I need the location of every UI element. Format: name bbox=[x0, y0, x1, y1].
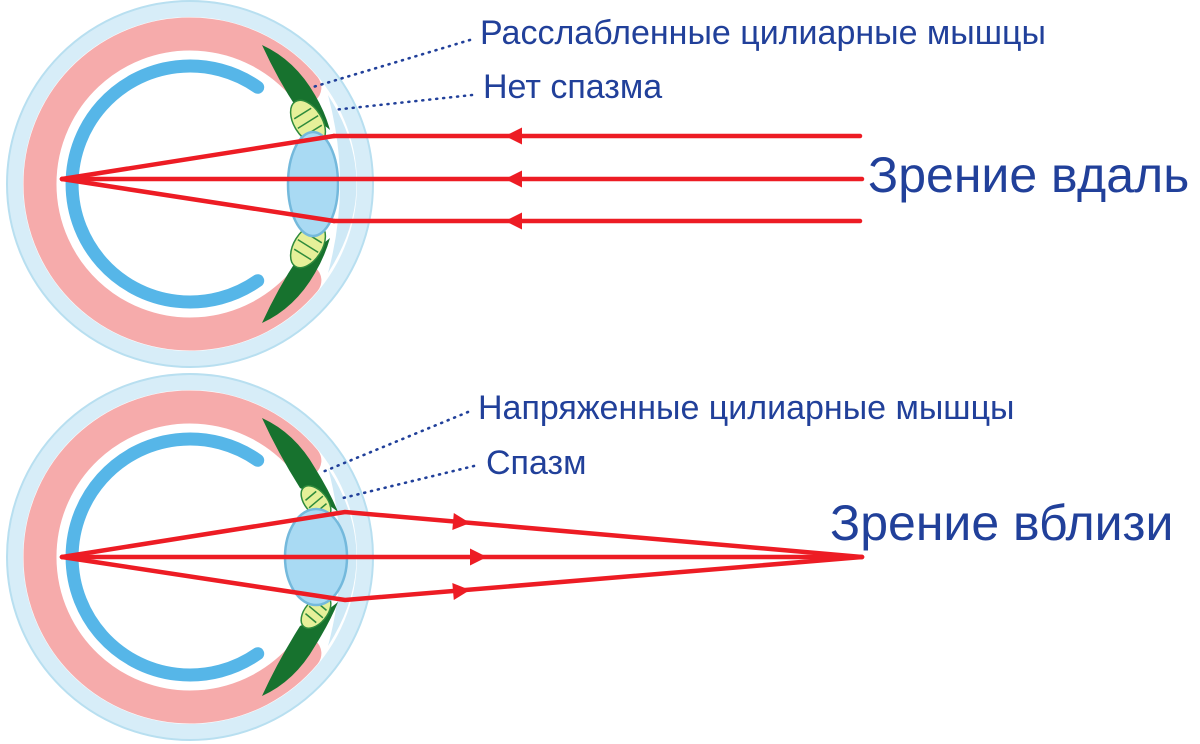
bottom-ray-lower-arrowhead-icon bbox=[452, 583, 470, 600]
top-leader-spasm bbox=[331, 93, 474, 112]
top-ray-upper-refracted bbox=[59, 133, 337, 182]
top-lens bbox=[286, 130, 340, 238]
bottom-choroid-ring bbox=[23, 390, 322, 724]
bottom-annotations: Напряженные цилиарные мышцы Спазм Зрение… bbox=[318, 389, 1173, 551]
top-label-muscles: Расслабленные цилиарные мышцы bbox=[480, 14, 1046, 52]
bottom-ray-lower bbox=[59, 554, 865, 603]
top-retina-arc bbox=[65, 59, 265, 309]
bottom-ray-upper-arrowhead-icon bbox=[452, 513, 470, 530]
top-ray-lower-arrowhead-icon bbox=[505, 212, 522, 230]
top-cornea bbox=[328, 95, 357, 273]
top-eye-illustration bbox=[6, 0, 374, 368]
top-annotations: Расслабленные цилиарные мышцы Нет спазма… bbox=[311, 14, 1189, 203]
top-ray-lower-refracted bbox=[59, 176, 337, 224]
bottom-ciliary-body-upper bbox=[262, 418, 338, 512]
bottom-leader-spasm bbox=[341, 464, 476, 500]
bottom-ray-middle-arrowhead-icon bbox=[470, 548, 487, 566]
bottom-light-rays bbox=[59, 509, 865, 603]
top-ray-upper-arrowhead-icon bbox=[505, 127, 522, 145]
top-label-spasm: Нет спазма bbox=[483, 68, 662, 106]
bottom-leader-muscles bbox=[318, 410, 470, 475]
bottom-ray-upper bbox=[59, 509, 865, 560]
top-choroid-ring bbox=[23, 17, 322, 351]
bottom-label-muscles: Напряженные цилиарные мышцы bbox=[478, 389, 1015, 427]
top-ray-middle-arrowhead-icon bbox=[505, 170, 522, 188]
bottom-label-spasm: Спазм bbox=[486, 444, 586, 482]
top-title-distance-vision: Зрение вдаль bbox=[868, 147, 1189, 203]
top-light-rays bbox=[59, 127, 865, 230]
bottom-title-near-vision: Зрение вблизи bbox=[830, 495, 1173, 551]
bottom-ciliary-body-lower bbox=[262, 602, 338, 696]
top-leader-muscles bbox=[311, 38, 472, 89]
